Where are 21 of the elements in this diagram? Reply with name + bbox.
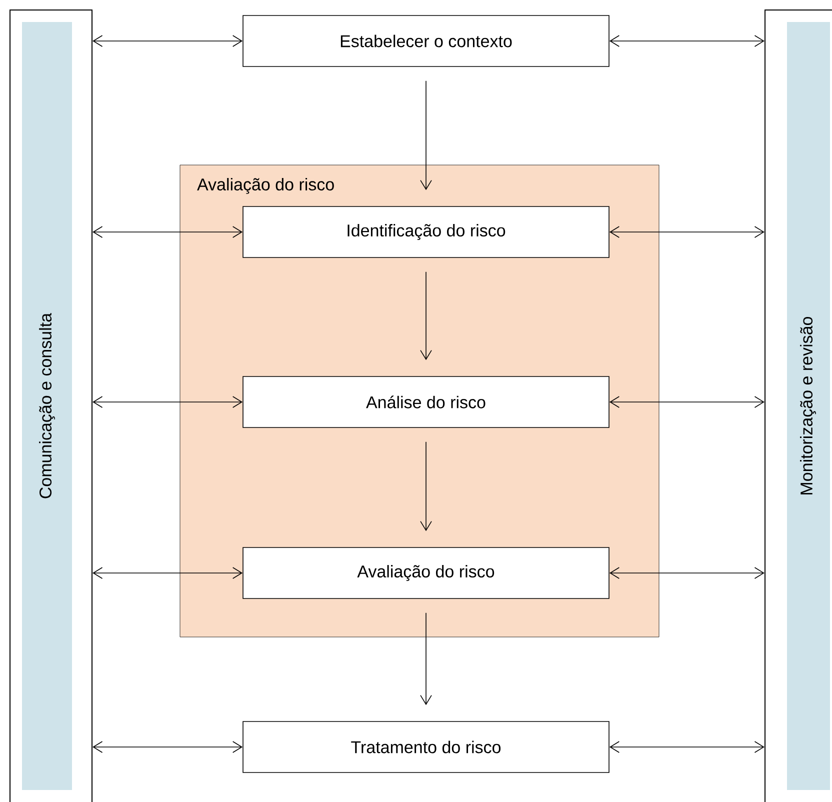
process-box: Tratamento do risco bbox=[242, 721, 610, 773]
process-box: Identificação do risco bbox=[242, 206, 610, 258]
arrow bbox=[420, 80, 432, 190]
arrow bbox=[420, 612, 432, 706]
arrow bbox=[92, 741, 243, 753]
side-panel: Comunicação e consulta bbox=[10, 10, 92, 802]
arrow bbox=[609, 567, 764, 579]
arrow bbox=[92, 226, 243, 238]
arrow bbox=[420, 442, 432, 532]
arrow bbox=[420, 272, 432, 360]
process-box: Análise do risco bbox=[242, 376, 610, 428]
arrow bbox=[92, 396, 243, 408]
arrow bbox=[609, 226, 764, 238]
arrow bbox=[609, 396, 764, 408]
arrow bbox=[92, 567, 243, 579]
arrow bbox=[609, 741, 764, 753]
process-box: Avaliação do risco bbox=[242, 547, 610, 599]
side-panel: Monitorização e revisão bbox=[764, 10, 832, 802]
process-box: Estabelecer o contexto bbox=[242, 15, 610, 67]
arrow bbox=[609, 35, 764, 47]
arrow bbox=[92, 35, 243, 47]
